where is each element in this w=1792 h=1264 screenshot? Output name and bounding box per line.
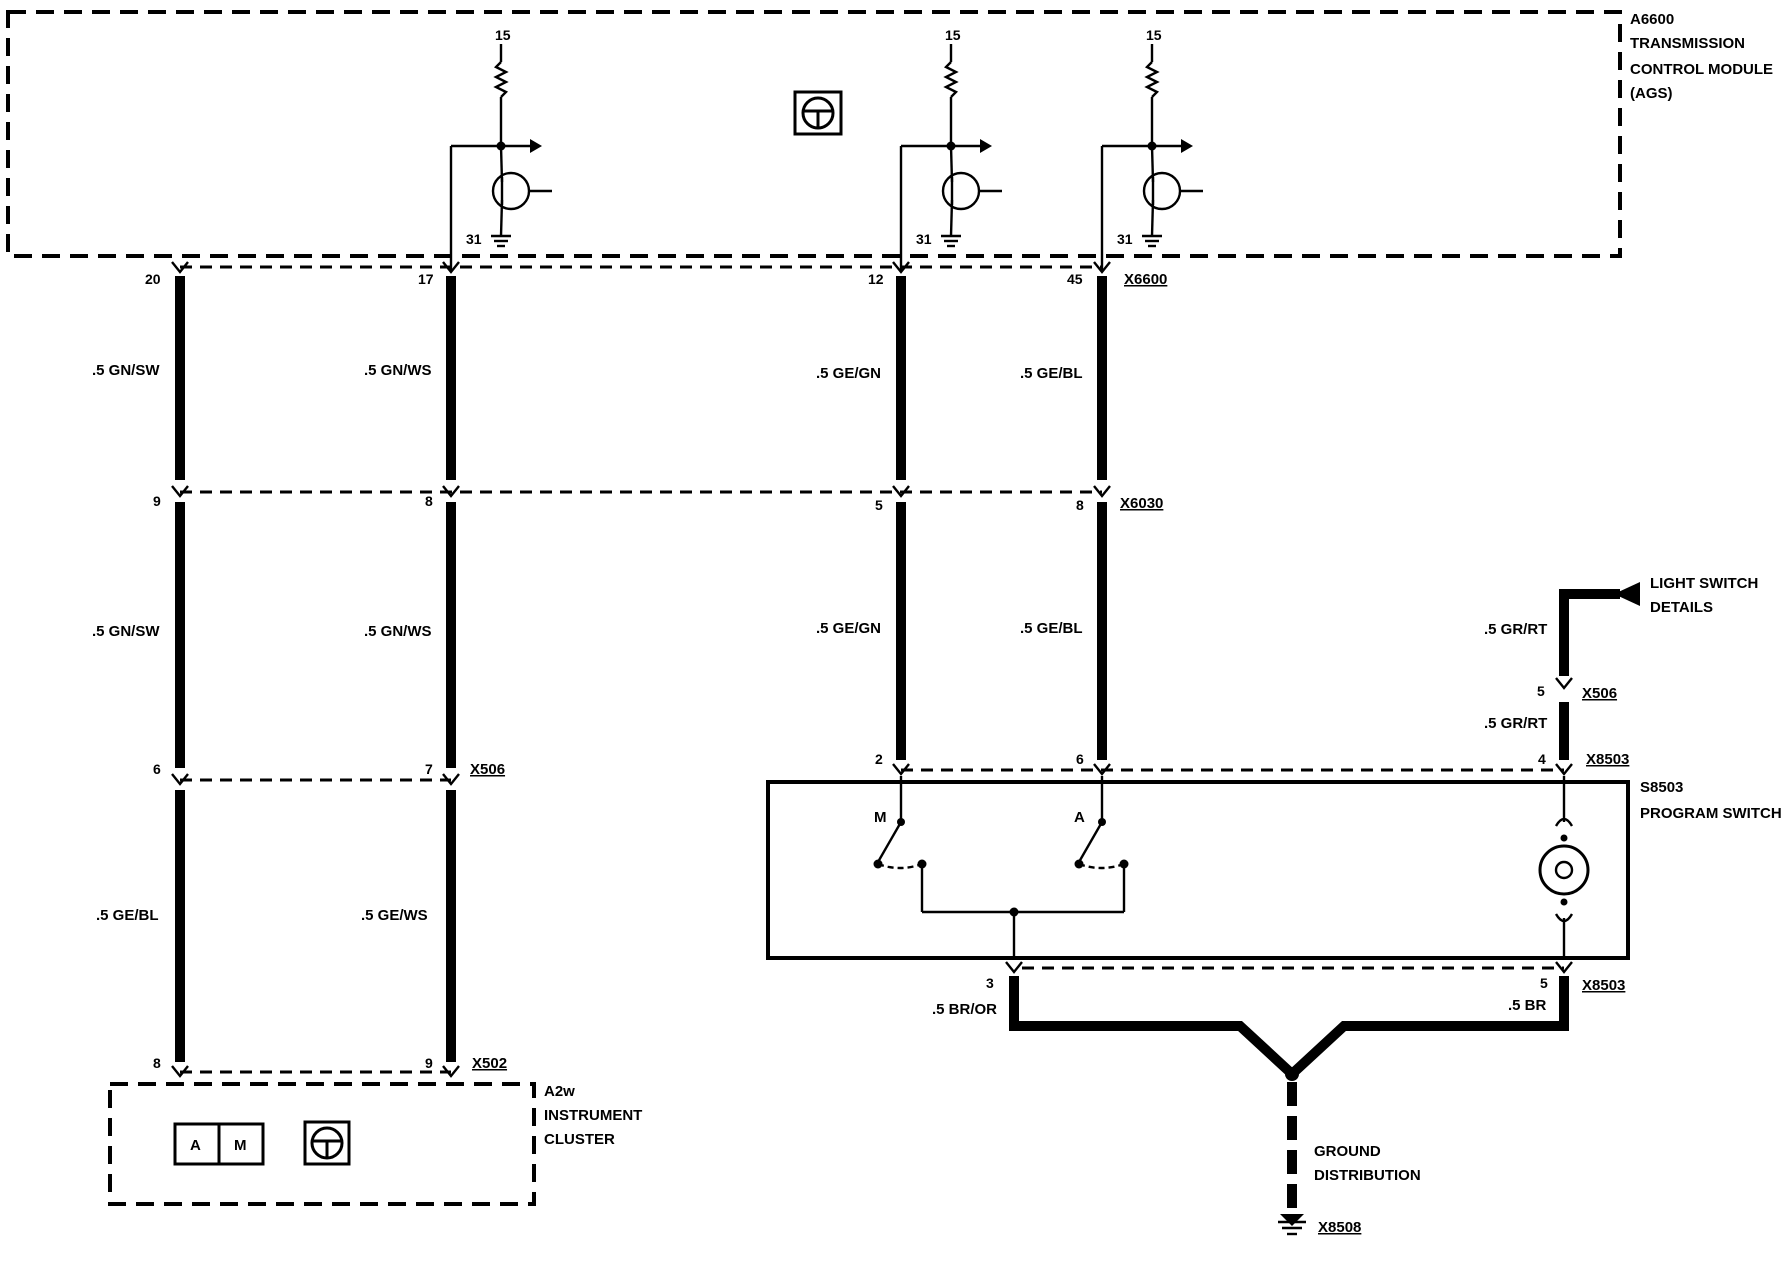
wire2-pin-bot: 9 — [425, 1055, 433, 1071]
wire2-pin-top: 17 — [418, 271, 434, 287]
terminal-31-2: 31 — [916, 231, 932, 247]
wire-3 — [892, 261, 910, 776]
tcm-label-line2: CONTROL MODULE — [1630, 61, 1773, 78]
switch-common-bus — [922, 907, 1124, 960]
light-pin-x8503: 4 — [1538, 751, 1546, 767]
ground-pin-left: 3 — [986, 975, 994, 991]
terminal-15-1: 15 — [495, 27, 511, 43]
wire1-pin-top: 20 — [145, 271, 161, 287]
ground-distribution-label-2: DISTRIBUTION — [1314, 1167, 1421, 1184]
connector-x6030-label: X6030 — [1120, 495, 1163, 512]
tcm-label-line1: TRANSMISSION — [1630, 35, 1745, 52]
cluster-am-indicator — [173, 1122, 265, 1166]
wire3-color-1: .5 GE/GN — [816, 365, 881, 382]
wire4-pin-mid-top: 8 — [1076, 497, 1084, 513]
switch-m — [873, 776, 927, 912]
wire4-color-2: .5 GE/BL — [1020, 620, 1083, 637]
wire4-pin-top: 45 — [1067, 271, 1083, 287]
output-driver-1 — [449, 44, 552, 272]
wire1-pin-bot: 8 — [153, 1055, 161, 1071]
instrument-cluster-box — [108, 1082, 536, 1206]
tcm-label-line3: (AGS) — [1630, 85, 1673, 102]
program-switch-box — [766, 780, 1630, 960]
program-switch-id: S8503 — [1640, 779, 1683, 796]
ground-color-left: .5 BR/OR — [932, 1001, 997, 1018]
indicator-lamp-icon — [1538, 776, 1590, 960]
tcm-module-box — [6, 10, 1622, 258]
steering-wheel-icon-cluster — [303, 1120, 351, 1166]
program-switch-label: PROGRAM SWITCH — [1640, 805, 1782, 822]
wire-2 — [442, 261, 460, 1078]
connector-x502-label: X502 — [472, 1055, 507, 1072]
steering-wheel-icon-tcm — [793, 90, 843, 136]
switch-a — [1074, 776, 1129, 912]
cluster-id: A2w — [544, 1083, 575, 1100]
wire-1 — [171, 261, 189, 1078]
light-switch-label-1: LIGHT SWITCH — [1650, 575, 1758, 592]
wire2-color-3: .5 GE/WS — [361, 907, 428, 924]
ground-color-right: .5 BR — [1508, 997, 1547, 1014]
connector-x6600-label: X6600 — [1124, 271, 1167, 288]
cluster-label-line1: INSTRUMENT — [544, 1107, 642, 1124]
wire3-color-2: .5 GE/GN — [816, 620, 881, 637]
wire3-pin-bot: 2 — [875, 751, 883, 767]
cluster-indicator-m: M — [234, 1137, 247, 1154]
wire2-color-1: .5 GN/WS — [364, 362, 432, 379]
terminal-15-3: 15 — [1146, 27, 1162, 43]
wire1-pin-mid-bot: 6 — [153, 761, 161, 777]
cluster-label-line2: CLUSTER — [544, 1131, 615, 1148]
connector-x506-right-label: X506 — [1582, 685, 1617, 702]
light-switch-feed-wire — [1555, 582, 1640, 776]
wire1-color-1: .5 GN/SW — [92, 362, 160, 379]
wire2-color-2: .5 GN/WS — [364, 623, 432, 640]
terminal-31-3: 31 — [1117, 231, 1133, 247]
terminal-31-1: 31 — [466, 231, 482, 247]
wire-4 — [1093, 261, 1111, 776]
light-pin-x506: 5 — [1537, 683, 1545, 699]
ground-wiring — [1005, 961, 1573, 1236]
ground-distribution-label-1: GROUND — [1314, 1143, 1381, 1160]
wire1-pin-mid-top: 9 — [153, 493, 161, 509]
light-switch-label-2: DETAILS — [1650, 599, 1713, 616]
output-driver-3 — [1100, 44, 1203, 272]
wire3-pin-top: 12 — [868, 271, 884, 287]
wire1-color-3: .5 GE/BL — [96, 907, 159, 924]
output-driver-2 — [899, 44, 1002, 272]
connector-x8508-label: X8508 — [1318, 1219, 1361, 1236]
wire4-color-1: .5 GE/BL — [1020, 365, 1083, 382]
switch-a-label: A — [1074, 809, 1085, 826]
wire2-pin-mid-bot: 7 — [425, 761, 433, 777]
ground-pin-right: 5 — [1540, 975, 1548, 991]
light-wire-color-2: .5 GR/RT — [1484, 715, 1547, 732]
wire4-pin-bot: 6 — [1076, 751, 1084, 767]
wire2-pin-mid-top: 8 — [425, 493, 433, 509]
wire3-pin-mid-top: 5 — [875, 497, 883, 513]
cluster-indicator-a: A — [190, 1137, 201, 1154]
tcm-id: A6600 — [1630, 11, 1674, 28]
switch-m-label: M — [874, 809, 887, 826]
connector-x8503-top-label: X8503 — [1586, 751, 1629, 768]
connector-x506-left-label: X506 — [470, 761, 505, 778]
terminal-15-2: 15 — [945, 27, 961, 43]
connector-x8503-bottom-label: X8503 — [1582, 977, 1625, 994]
wire1-color-2: .5 GN/SW — [92, 623, 160, 640]
light-wire-color-1: .5 GR/RT — [1484, 621, 1547, 638]
